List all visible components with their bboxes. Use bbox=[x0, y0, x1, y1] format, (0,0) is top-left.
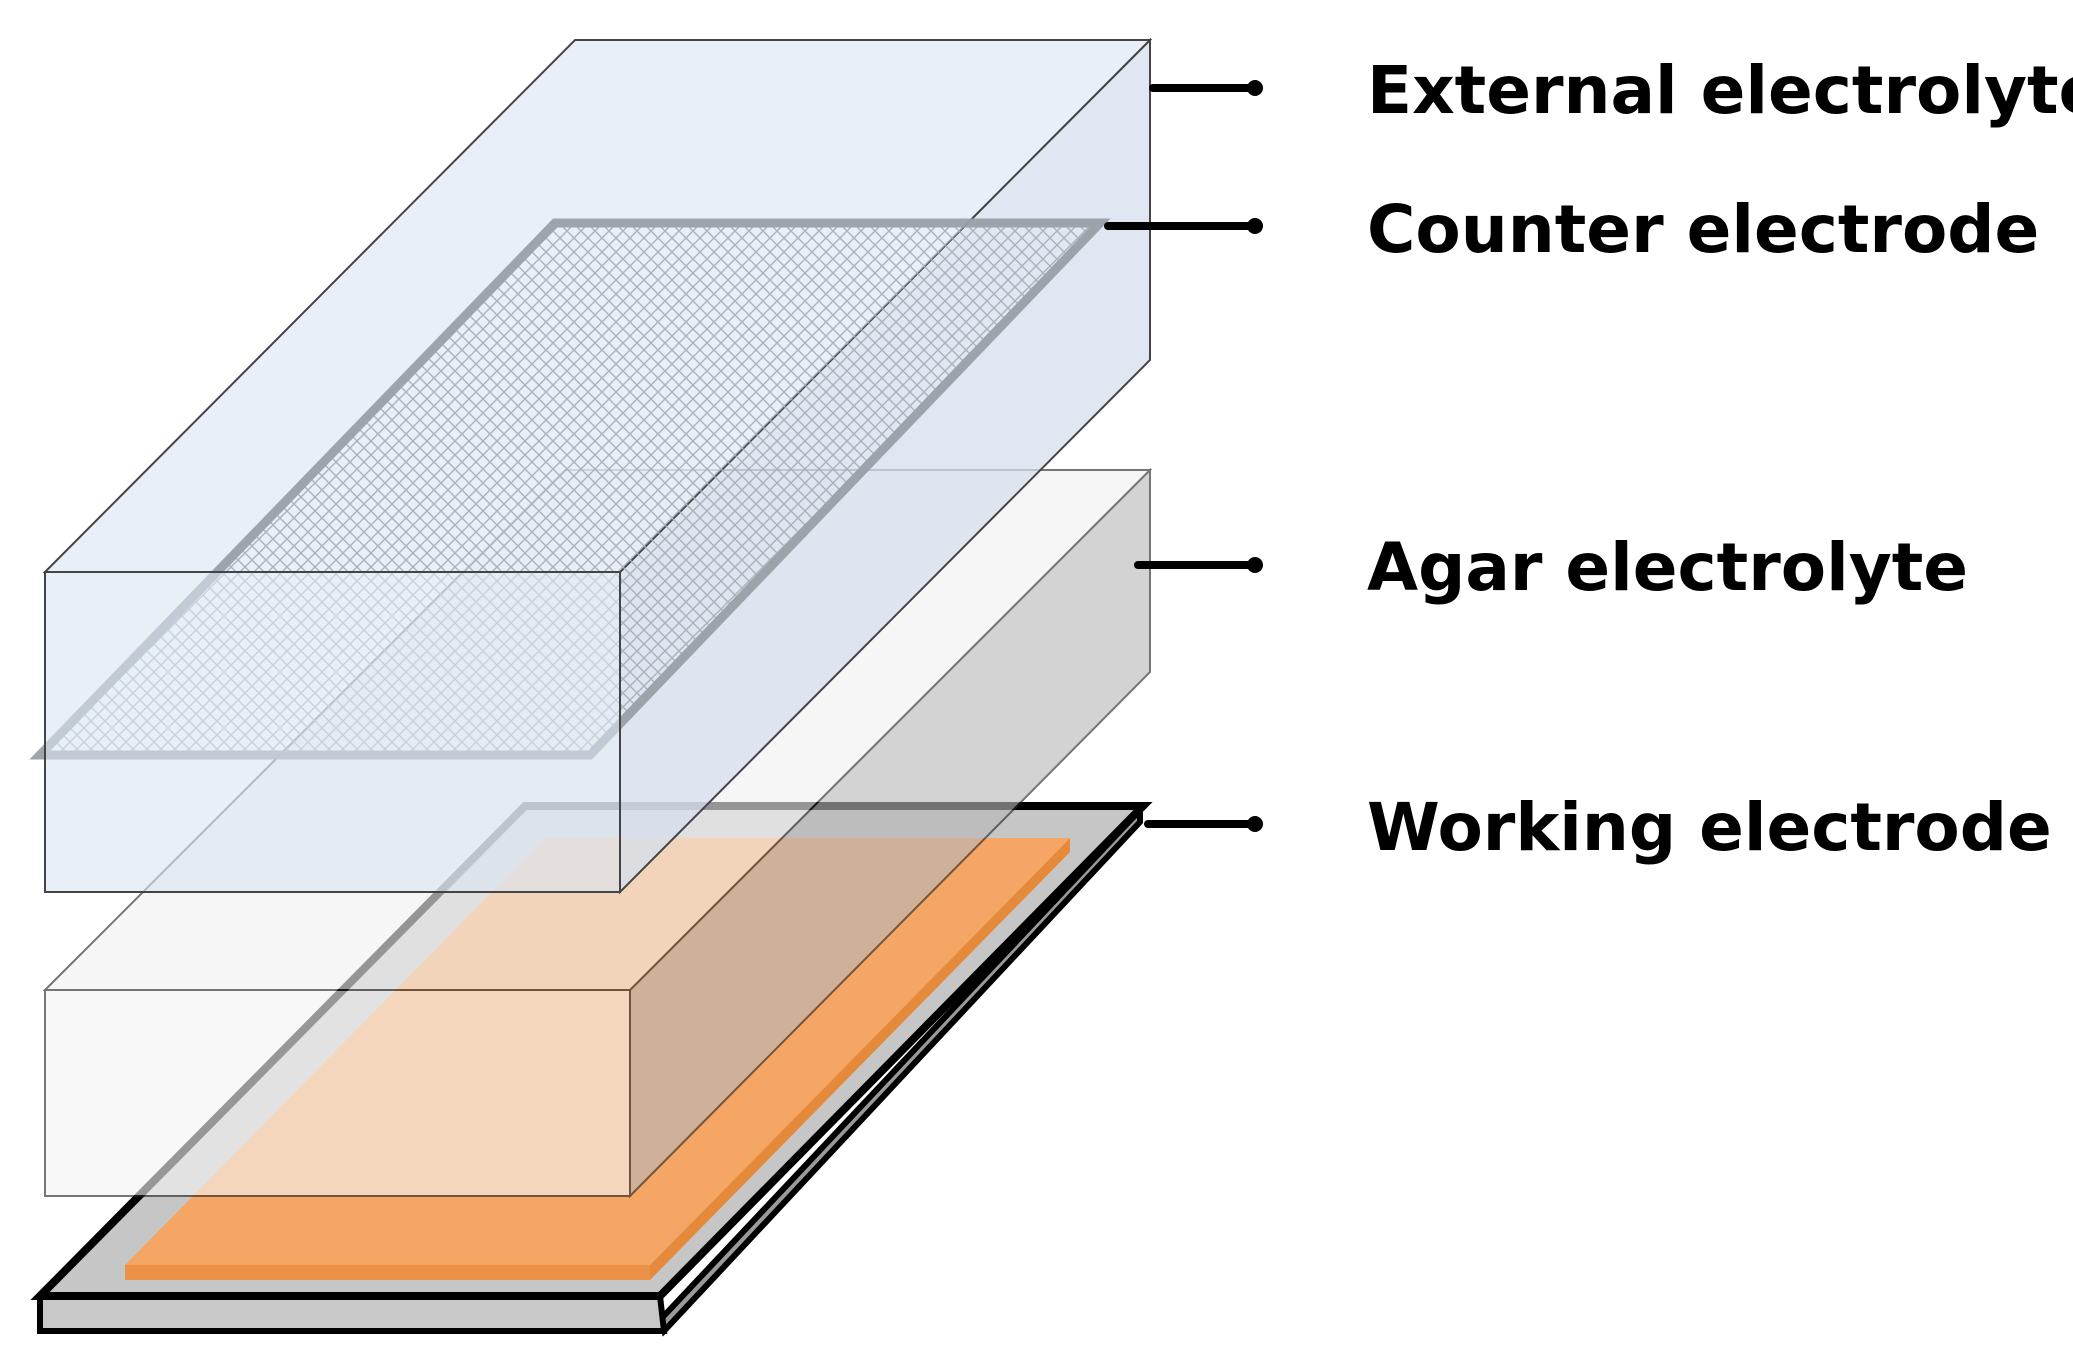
label-working-electrode-group: Working electrode bbox=[1144, 789, 2052, 866]
agar-electrolyte-leader-dot bbox=[1247, 557, 1263, 573]
label-external-electrolyte-group: External electrolyte bbox=[1149, 52, 2073, 129]
external-electrolyte-label: External electrolyte bbox=[1367, 52, 2073, 129]
working-electrode-layer-front bbox=[125, 1265, 650, 1280]
counter-electrode-label: Counter electrode bbox=[1367, 191, 2039, 268]
substrate-front bbox=[37, 1293, 668, 1334]
external-electrolyte-block bbox=[29, 37, 1153, 895]
external-front-face bbox=[44, 571, 621, 893]
label-agar-electrolyte-group: Agar electrolyte bbox=[1134, 529, 1968, 606]
label-counter-electrode-group: Counter electrode bbox=[1104, 191, 2039, 268]
external-electrolyte-leader-dot bbox=[1247, 80, 1263, 96]
agar-electrolyte-label: Agar electrolyte bbox=[1367, 529, 1968, 606]
counter-electrode-leader-dot bbox=[1247, 218, 1263, 234]
working-electrode-label: Working electrode bbox=[1367, 789, 2052, 866]
working-electrode-layer-side bbox=[650, 838, 1070, 1280]
working-electrode-leader-dot bbox=[1247, 816, 1263, 832]
agar-front-face bbox=[44, 989, 631, 1197]
